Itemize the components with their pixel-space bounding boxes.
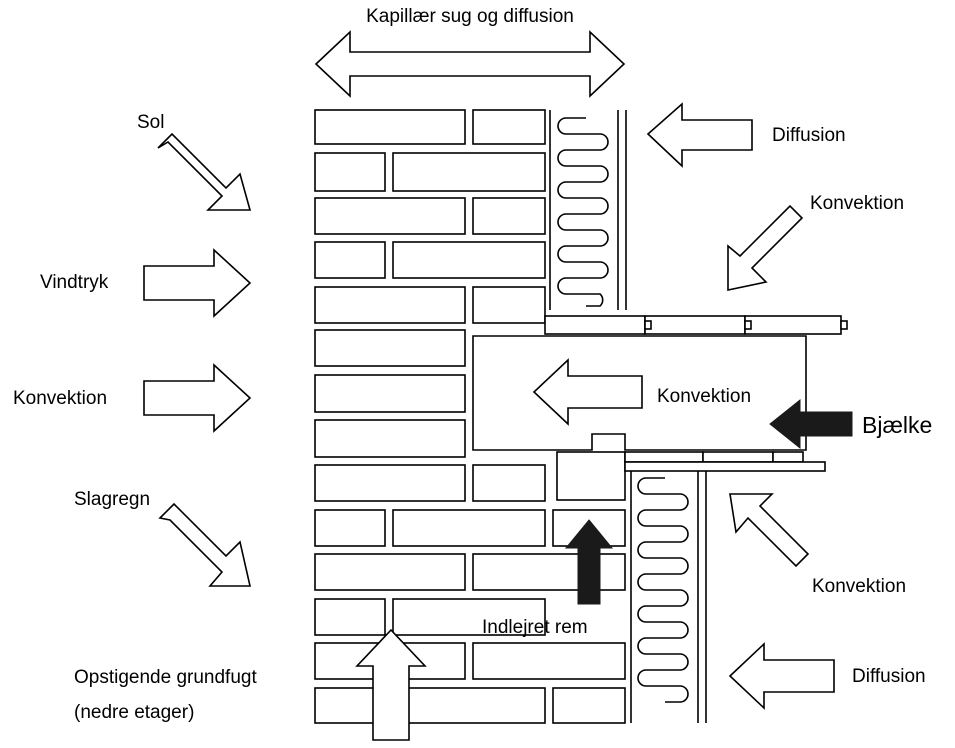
label-diffusion-top: Diffusion — [772, 125, 846, 146]
label-konvektion-top-right: Konvektion — [810, 193, 904, 214]
vindtryk-arrow-icon — [143, 248, 252, 318]
label-konvektion-left: Konvektion — [13, 388, 107, 409]
konvektion-left-arrow-icon — [143, 363, 252, 433]
label-konvektion-lower-right: Konvektion — [812, 576, 906, 597]
label-konvektion-middle: Konvektion — [657, 386, 751, 407]
indlejret-rem-arrow-icon — [564, 519, 614, 605]
slagregn-arrow-icon — [158, 502, 252, 587]
diffusion-top-arrow-icon — [646, 102, 753, 168]
label-bjaelke: Bjælke — [862, 412, 932, 438]
lower-insulation-coil — [637, 477, 689, 703]
label-slagregn: Slagregn — [74, 489, 150, 510]
upper-insulation-coil — [557, 117, 609, 307]
konvektion-lower-right-arrow-icon — [729, 493, 810, 568]
label-grundfugt-line1: Opstigende grundfugt — [74, 667, 257, 688]
label-indlejret-rem: Indlejret rem — [482, 617, 588, 638]
brick-wall — [314, 109, 626, 724]
label-sol: Sol — [137, 112, 164, 133]
label-grundfugt-line2: (nedre etager) — [74, 702, 194, 723]
upper-inner-wall — [549, 110, 627, 310]
diffusion-bottom-arrow-icon — [728, 642, 835, 710]
grundfugt-arrow-icon — [355, 628, 427, 741]
konvektion-top-right-arrow-icon — [727, 204, 804, 291]
lower-inner-wall — [630, 471, 707, 723]
sol-arrow-icon — [157, 132, 252, 211]
lower-floor-boards — [624, 451, 826, 472]
double-arrow-icon — [314, 30, 626, 98]
label-vindtryk: Vindtryk — [40, 272, 109, 293]
upper-floor-boards — [544, 315, 848, 335]
bjaelke-arrow-icon — [769, 398, 853, 450]
label-diffusion-bottom: Diffusion — [852, 666, 926, 687]
label-top-arrow: Kapillær sug og diffusion — [366, 6, 574, 27]
konvektion-middle-arrow-icon — [532, 358, 643, 426]
